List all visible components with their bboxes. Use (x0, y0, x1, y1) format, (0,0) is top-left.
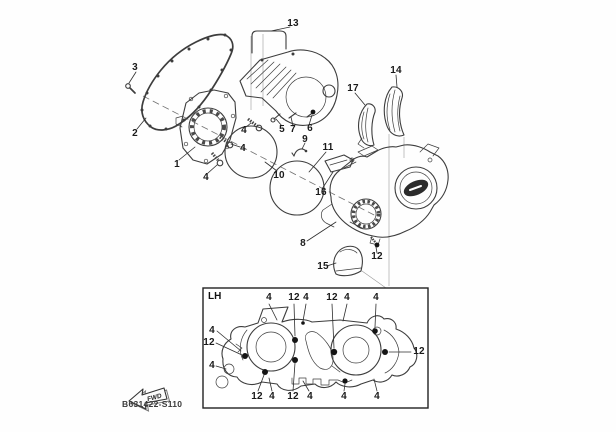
clip-spring-9 (291, 148, 308, 157)
inset-callout-4-bot1: 4 (269, 391, 275, 402)
ribbed-cover (239, 49, 339, 126)
inset-callout-4-top2: 4 (303, 292, 309, 303)
callout-2: 2 (132, 128, 138, 139)
inset-callout-4-top1: 4 (266, 292, 272, 303)
screw-6 (306, 109, 316, 118)
callout-11: 11 (322, 142, 334, 153)
callout-6: 6 (307, 123, 313, 134)
callout-1: 1 (174, 159, 180, 170)
inset-callout-12-right: 12 (413, 346, 425, 357)
inner-plate-1 (175, 89, 237, 165)
leader-lines-main (128, 26, 398, 267)
inset-callout-4-top4: 4 (373, 292, 379, 303)
inset-box (202, 287, 429, 409)
callout-4c: 4 (203, 172, 209, 183)
inset-bolt-dots (242, 321, 388, 384)
projection-lines (250, 34, 405, 289)
fwd-arrow-icon: FWD (128, 387, 171, 412)
inset-callout-4-bot4: 4 (374, 391, 380, 402)
inset-callout-4-bot2: 4 (307, 391, 313, 402)
assembly-axis-line (142, 95, 379, 218)
bolt-4-a (247, 117, 263, 132)
screw-3 (125, 83, 136, 94)
weight-14 (383, 86, 405, 137)
callout-13: 13 (287, 18, 299, 29)
crankcase-cover-8 (320, 143, 449, 246)
inset-view-label: LH (208, 291, 222, 302)
fwd-arrow-label: FWD (146, 392, 162, 403)
screw-12-main (370, 236, 380, 248)
callout-15: 15 (317, 261, 329, 272)
inset-crankcase-view (215, 303, 418, 392)
callout-5: 5 (279, 124, 285, 135)
bracket-16 (324, 154, 354, 173)
callout-16: 16 (315, 187, 327, 198)
inset-callout-4-top3: 4 (344, 292, 350, 303)
inset-callout-4-left2: 4 (209, 360, 215, 371)
callout-8: 8 (300, 238, 306, 249)
right-boss-yamaha-badge (394, 166, 438, 210)
callout-7: 7 (290, 124, 296, 135)
inset-callout-12-top1: 12 (288, 292, 300, 303)
drawing-part-code: B631422-S110 (122, 399, 183, 409)
gasket-outline (140, 33, 234, 131)
inset-callout-12-bot2: 12 (287, 391, 299, 402)
bolt-4-c (210, 152, 224, 167)
callout-4a: 4 (241, 125, 247, 136)
inset-callout-4-bot3: 4 (341, 391, 347, 402)
callout-17: 17 (347, 83, 359, 94)
o-ring-11 (269, 160, 325, 216)
weight-17 (357, 103, 376, 149)
gasket-bolt-holes (140, 33, 233, 131)
leader-lines-inset (215, 303, 412, 392)
duct-cover-15 (333, 245, 363, 277)
callout-4b: 4 (240, 143, 246, 154)
u-pipe-13 (251, 30, 287, 54)
callout-3: 3 (132, 62, 138, 73)
callout-12: 12 (371, 251, 383, 262)
inset-callout-12-left: 12 (203, 337, 215, 348)
inset-callout-4-left1: 4 (209, 325, 215, 336)
callout-10: 10 (273, 170, 285, 181)
o-ring-10 (224, 125, 278, 179)
left-boss (350, 198, 382, 230)
bolt-5 (270, 113, 281, 123)
inset-callout-12-top2: 12 (326, 292, 338, 303)
pin-7 (288, 112, 297, 119)
inset-callout-12-bot1: 12 (251, 391, 263, 402)
callout-9: 9 (302, 134, 308, 145)
callout-14: 14 (390, 65, 402, 76)
cover-ribs (246, 59, 297, 99)
